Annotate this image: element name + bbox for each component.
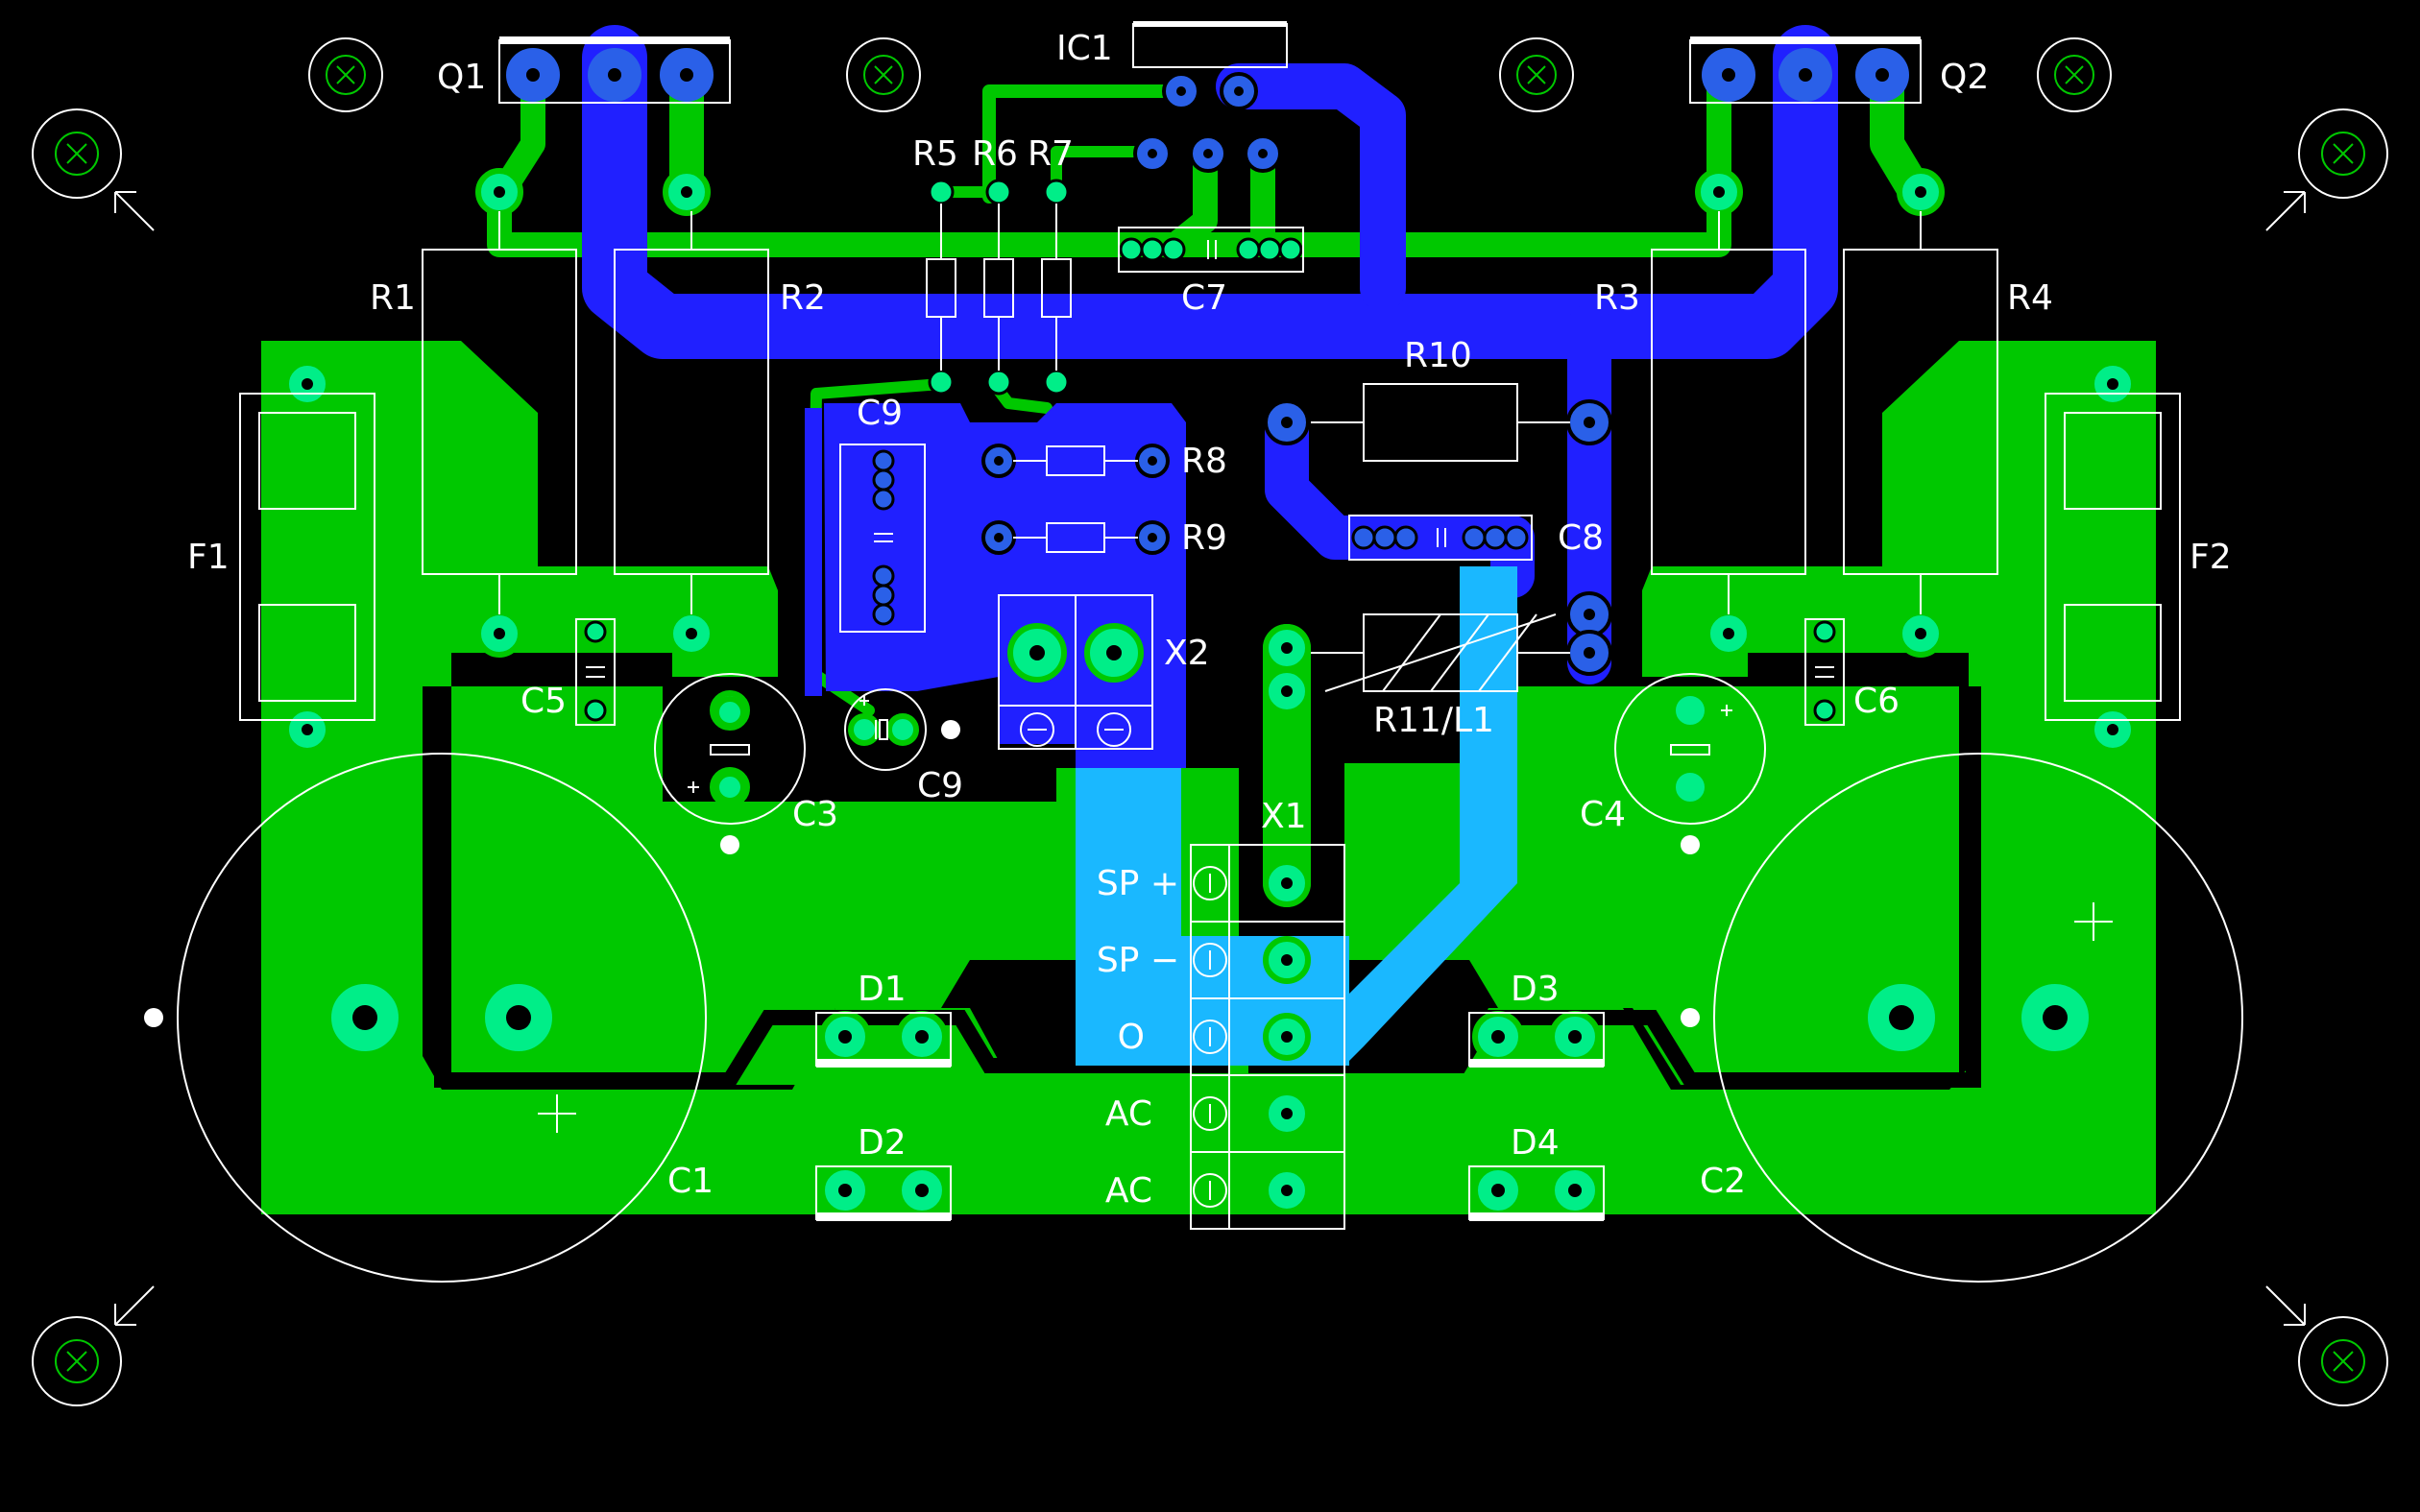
mount-hole-cross-icon — [32, 1316, 122, 1406]
label-r4: R4 — [2007, 278, 2053, 318]
label-x2: X2 — [1164, 634, 1210, 673]
label-d1: D1 — [858, 970, 907, 1009]
screw-terminal-icon — [1193, 1173, 1227, 1208]
c5-outline — [575, 618, 616, 726]
c6-outline — [1804, 618, 1845, 726]
mount-hole-cross-icon — [308, 37, 383, 112]
pads — [283, 48, 2137, 1216]
mount-hole-cross-icon — [287, 535, 327, 575]
copper-right-upper — [1642, 341, 2156, 686]
plus-icon — [2074, 902, 2113, 941]
label-d2: D2 — [858, 1123, 907, 1163]
mount-hole-cross-icon — [846, 37, 921, 112]
label-c8: C8 — [1558, 518, 1604, 558]
component-labels: Q1 Q2 IC1 R1 R2 R3 R4 R5 R6 R7 R8 R9 R10… — [187, 29, 2232, 1201]
label-r3: R3 — [1594, 278, 1640, 318]
top-copper-pour — [824, 403, 1186, 768]
corner-arrow-icon — [114, 1285, 155, 1326]
mount-hole-cross-icon — [2093, 535, 2133, 575]
label-r9: R9 — [1181, 518, 1227, 558]
c8-outline — [1348, 515, 1533, 561]
mount-holes — [32, 37, 2388, 1406]
label-r2: R2 — [780, 278, 826, 318]
plus-icon — [538, 1094, 576, 1133]
label-c3: C3 — [792, 795, 838, 834]
capacitor-symbols — [586, 240, 1834, 756]
label-f1: F1 — [187, 538, 230, 577]
diode-trace-top — [898, 1056, 1546, 1142]
label-c5: C5 — [520, 682, 567, 721]
corner-arrows — [114, 191, 2306, 1326]
label-d3: D3 — [1511, 970, 1560, 1009]
c3-outline — [654, 673, 806, 825]
copper-left-upper — [261, 341, 778, 686]
c8-pads — [1351, 525, 1529, 550]
silkscreen-layer — [177, 21, 2243, 1283]
x1-pin-5: AC — [1105, 1171, 1152, 1211]
polarity-marks — [538, 696, 2113, 1133]
c9a-outline — [839, 444, 926, 633]
c1-outline — [177, 753, 707, 1283]
label-x1: X1 — [1261, 797, 1307, 836]
corner-arrow-icon — [2265, 1285, 2306, 1326]
plus-icon — [1721, 705, 1732, 716]
label-ic1: IC1 — [1056, 29, 1113, 68]
c9-pads — [872, 449, 895, 626]
screw-terminal-icon — [1193, 1020, 1227, 1054]
plus-icon — [859, 696, 869, 706]
fiducials — [144, 720, 1700, 1027]
ground-pour — [261, 686, 2156, 1214]
label-c2: C2 — [1700, 1162, 1746, 1201]
diode-bands — [816, 1059, 1604, 1221]
x1-outline — [1190, 844, 1345, 1230]
c2-outline — [1713, 753, 2243, 1283]
top-copper-edge — [805, 408, 822, 696]
x1-pin-4: AC — [1105, 1094, 1152, 1134]
c7-outline — [1118, 227, 1304, 273]
c4-outline — [1614, 673, 1766, 825]
label-r10: R10 — [1404, 336, 1472, 375]
f2-outline — [2045, 393, 2181, 721]
mount-hole-cross-icon — [2298, 108, 2388, 199]
mount-hole-cross-icon — [2298, 1316, 2388, 1406]
corner-arrow-icon — [2265, 191, 2306, 231]
mount-hole-cross-icon — [32, 108, 122, 199]
screw-terminal-icon — [1193, 943, 1227, 977]
screw-terminal-icon — [1193, 866, 1227, 900]
x1-pin-1: SP + — [1097, 864, 1179, 903]
label-c9b: C9 — [917, 766, 963, 805]
label-c9a: C9 — [857, 394, 903, 433]
x1-pin-3: O — [1118, 1018, 1145, 1057]
label-r11l1: R11/L1 — [1373, 701, 1494, 740]
label-r8: R8 — [1181, 442, 1227, 481]
c7-pads — [1119, 237, 1303, 262]
label-q1: Q1 — [437, 58, 486, 97]
plus-icon — [688, 781, 699, 793]
label-r1: R1 — [370, 278, 416, 318]
ground-pour-inner-left — [451, 686, 1239, 1085]
x1-pin-labels: SP + SP − O AC AC — [1097, 864, 1179, 1211]
label-r5: R5 — [912, 134, 958, 174]
label-q2: Q2 — [1940, 58, 1989, 97]
label-c4: C4 — [1580, 795, 1626, 834]
c9b-outline — [844, 688, 927, 771]
label-r7: R7 — [1028, 134, 1074, 174]
x1-pin-2: SP − — [1097, 941, 1179, 980]
screw-terminal-icon — [1193, 1096, 1227, 1131]
pad-holes — [302, 68, 2118, 1197]
label-c1: C1 — [667, 1162, 714, 1201]
mount-hole-cross-icon — [1499, 37, 1574, 112]
x1-terminal-circles — [1193, 866, 1227, 1208]
label-f2: F2 — [2190, 538, 2232, 577]
corner-arrow-icon — [114, 191, 155, 231]
label-c6: C6 — [1853, 682, 1900, 721]
label-c7: C7 — [1181, 278, 1227, 318]
label-r6: R6 — [972, 134, 1018, 174]
overlap-copper — [1076, 566, 1517, 1066]
label-d4: D4 — [1511, 1123, 1560, 1163]
mount-hole-cross-icon — [2037, 37, 2112, 112]
f1-outline — [239, 393, 375, 721]
